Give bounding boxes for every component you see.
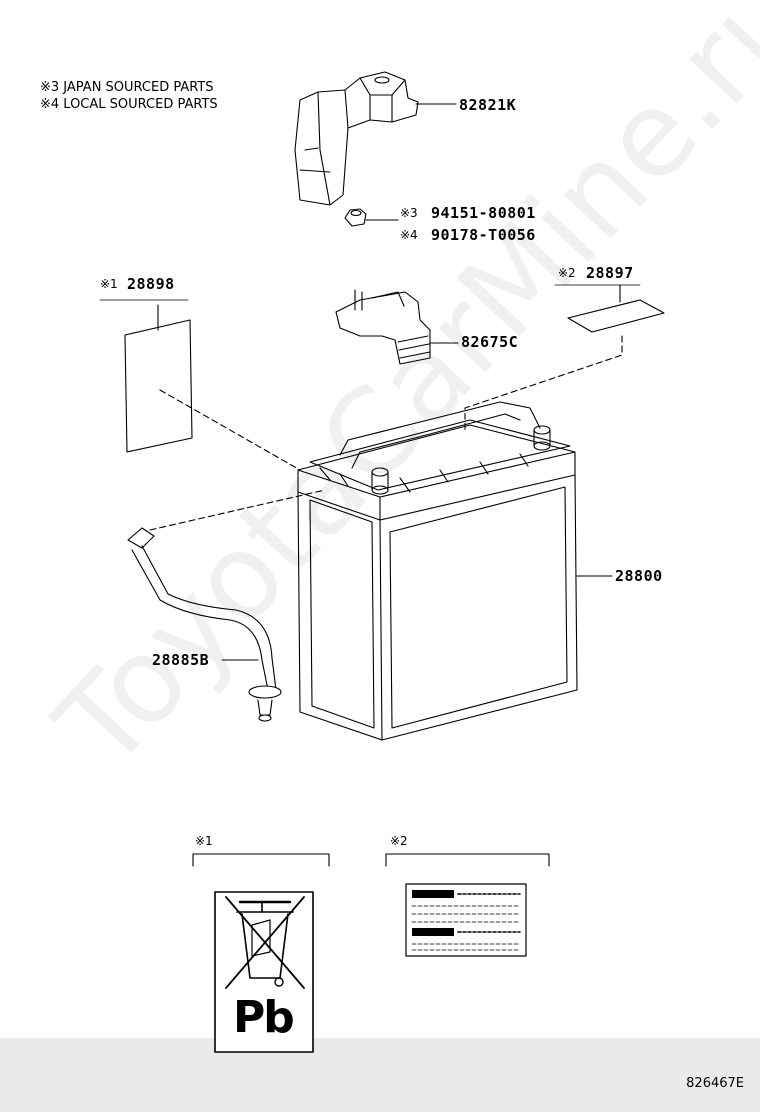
vent-hose-drawing [127, 527, 282, 722]
mark-label-2: ※2 [558, 266, 576, 280]
detail-bracket-1 [192, 853, 330, 867]
part-number-clamp[interactable]: 82675C [461, 333, 519, 351]
detail-bracket-2 [385, 853, 550, 867]
part-number-label-2[interactable]: 28897 [586, 264, 634, 282]
note-japan-sourced: ※3 JAPAN SOURCED PARTS [40, 80, 214, 95]
note-local-sourced: ※4 LOCAL SOURCED PARTS [40, 97, 218, 112]
part-number-nut-local[interactable]: 90178-T0056 [431, 226, 536, 244]
footer-band [0, 1038, 760, 1112]
mark-local: ※4 [400, 228, 418, 242]
battery-drawing [149, 401, 613, 741]
diagram-id: 826467E [686, 1076, 744, 1091]
terminal-cover-drawing [294, 71, 457, 206]
detail-mark-1: ※1 [195, 834, 213, 848]
pb-recycling-label [214, 891, 314, 1053]
part-number-label-1[interactable]: 28898 [127, 275, 175, 293]
pb-symbol: Pb [233, 992, 295, 1043]
part-number-nut-japan[interactable]: 94151-80801 [431, 204, 536, 222]
label-28898-drawing [99, 299, 301, 471]
detail-mark-2: ※2 [390, 834, 408, 848]
mark-japan: ※3 [400, 206, 418, 220]
mark-label-1: ※1 [100, 277, 118, 291]
part-number-vent-hose[interactable]: 28885B [152, 651, 210, 669]
label-28897-drawing [464, 284, 665, 431]
part-number-battery[interactable]: 28800 [615, 567, 663, 585]
warning-label [405, 883, 527, 957]
part-number-cover[interactable]: 82821K [459, 96, 517, 114]
nut-drawing [344, 208, 399, 227]
terminal-clamp-drawing [335, 289, 459, 365]
